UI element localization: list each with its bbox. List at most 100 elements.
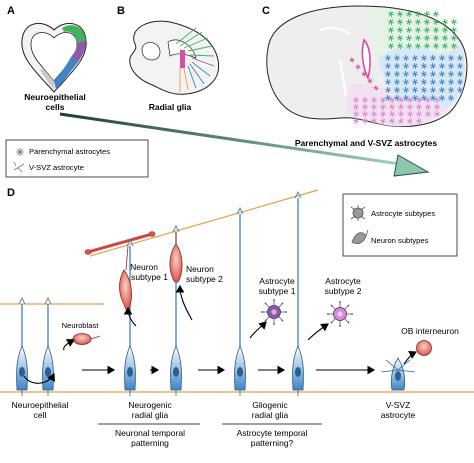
label-neuroblast: Neuroblast — [62, 321, 100, 330]
pink-astrocyte-icon — [415, 96, 423, 104]
blue-astrocyte-icon — [447, 54, 455, 62]
green-astrocyte-icon — [414, 18, 422, 26]
green-astrocyte-icon — [432, 34, 440, 42]
astrocyte-subtype-2-cell — [327, 301, 353, 327]
blue-astrocyte-icon — [456, 78, 464, 86]
pink-astrocyte-icon — [352, 117, 360, 125]
label-neurogenic-b: radial glia — [132, 410, 169, 420]
green-astrocyte-icon — [423, 42, 431, 50]
green-astrocyte-icon — [450, 42, 458, 50]
pink-astrocyte-icon — [352, 110, 360, 118]
vsvz-astrocyte-icon — [373, 85, 379, 91]
panel-a-caption-2: cells — [46, 102, 65, 112]
vsvz-astrocyte-icon — [349, 57, 355, 63]
label-ne-cell-b: cell — [34, 410, 47, 420]
self-renew-arrow — [23, 373, 55, 384]
to-neuron-1-arrow — [123, 306, 137, 327]
blue-astrocyte-icon — [411, 62, 419, 70]
blue-astrocyte-icon — [402, 94, 410, 102]
green-astrocyte-icon — [387, 26, 395, 34]
pink-astrocyte-icon — [388, 96, 396, 104]
green-astrocyte-icon — [405, 26, 413, 34]
green-astrocyte-icon — [423, 34, 431, 42]
label-astro-1-a: Astrocyte — [259, 276, 295, 286]
label-astro-1-b: subtype 1 — [259, 286, 296, 296]
legend-top: Parenchymal astrocytes V-SVZ astrocyte — [5, 139, 149, 178]
ob-interneuron-cell — [416, 340, 432, 356]
green-astrocyte-icon — [396, 10, 404, 18]
blue-astrocyte-icon — [384, 78, 392, 86]
blue-astrocyte-icon — [420, 70, 428, 78]
pink-astrocyte-icon — [433, 96, 441, 104]
green-astrocyte-icon — [414, 26, 422, 34]
label-ne-cell-a: Neuroepithelial — [12, 400, 69, 410]
green-astrocyte-icon — [432, 26, 440, 34]
radial-glia-cells — [16, 190, 415, 396]
blue-astrocyte-icon — [393, 78, 401, 86]
label-astro-2-a: Astrocyte — [325, 276, 361, 286]
blue-astrocyte-icon — [393, 86, 401, 94]
blue-astrocyte-icon — [420, 78, 428, 86]
green-astrocyte-icon — [423, 10, 431, 18]
vsvz-astrocyte-cell — [381, 357, 415, 391]
to-astro-2-arrow — [307, 323, 329, 341]
blue-astrocyte-icon — [384, 70, 392, 78]
pink-astrocyte-icon — [415, 117, 423, 125]
green-astrocyte-icon — [414, 34, 422, 42]
blue-astrocyte-icon — [384, 54, 392, 62]
pink-astrocyte-icon — [406, 103, 414, 111]
pink-astrocyte-icon — [415, 110, 423, 118]
astrocyte-subtypes-icon — [350, 205, 366, 221]
pink-astrocyte-icon — [388, 103, 396, 111]
blue-astrocyte-icon — [438, 78, 446, 86]
blue-astrocyte-icon — [393, 70, 401, 78]
pink-astrocyte-icon — [370, 103, 378, 111]
blue-astrocyte-icon — [411, 78, 419, 86]
label-neuron-2-a: Neuron — [186, 264, 214, 274]
neuron-subtype-2-cell — [169, 232, 183, 283]
blue-astrocyte-icon — [447, 70, 455, 78]
pink-astrocyte-icon — [397, 110, 405, 118]
blue-astrocyte-icon — [438, 94, 446, 102]
panel-b-letter: B — [117, 5, 125, 17]
green-astrocyte-icon — [396, 34, 404, 42]
pink-astrocyte-icon — [361, 110, 369, 118]
blue-astrocyte-icon — [447, 94, 455, 102]
blue-astrocyte-icon — [411, 70, 419, 78]
blue-astrocyte-icon — [402, 86, 410, 94]
legend-top-item-1: Parenchymal astrocytes — [29, 147, 110, 156]
pink-astrocyte-icon — [406, 117, 414, 125]
blue-astrocyte-icon — [402, 78, 410, 86]
blue-astrocyte-icon — [411, 86, 419, 94]
pink-astrocyte-icon — [397, 96, 405, 104]
label-neuron-2-b: subtype 2 — [186, 274, 223, 284]
green-astrocyte-icon — [450, 18, 458, 26]
astrocyte-subtype-1-cell — [261, 299, 287, 325]
blue-astrocyte-icon — [384, 62, 392, 70]
pink-astrocyte-icon — [415, 103, 423, 111]
label-neuronal-patterning-a: Neuronal temporal — [115, 428, 185, 438]
pink-astrocyte-icon — [388, 117, 396, 125]
green-astrocyte-icon — [441, 34, 449, 42]
blue-astrocyte-icon — [447, 86, 455, 94]
green-astrocyte-icon — [423, 18, 431, 26]
blue-astrocyte-icon — [456, 62, 464, 70]
green-astrocyte-icon — [432, 42, 440, 50]
red-fiber-bundle — [84, 231, 156, 255]
blue-astrocyte-icon — [384, 86, 392, 94]
label-neuron-1-a: Neuron — [130, 262, 158, 272]
panel-d-letter: D — [7, 187, 15, 199]
lineage-arrows — [23, 284, 417, 384]
pink-astrocyte-icon — [433, 110, 441, 118]
gliogenic-radial-glia-1 — [234, 206, 246, 396]
pink-astrocyte-icon — [424, 103, 432, 111]
blue-astrocyte-icon — [420, 86, 428, 94]
label-ob-interneuron: OB interneuron — [401, 326, 459, 336]
radial-glia-section — [129, 20, 220, 95]
blue-astrocyte-icon — [402, 62, 410, 70]
astrocyte-stars — [349, 10, 464, 125]
green-astrocyte-icon — [450, 26, 458, 34]
to-ob-arrow — [403, 351, 417, 365]
vsvz-astrocyte-icon — [13, 161, 25, 173]
